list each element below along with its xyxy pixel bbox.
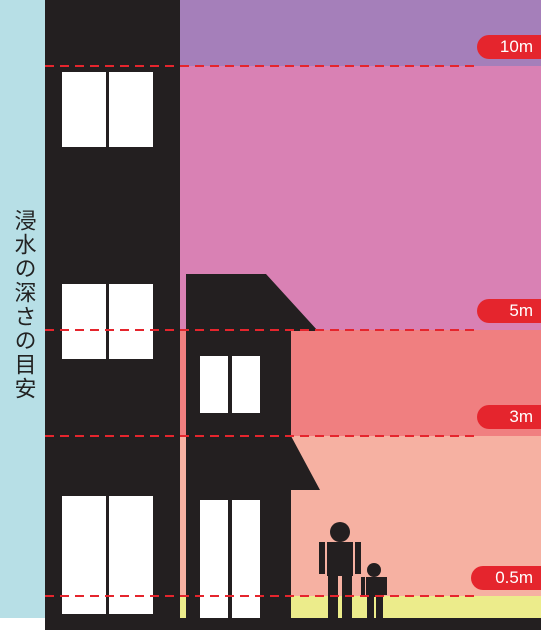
level-label-5m: 5m: [477, 299, 541, 323]
tall-building: [45, 0, 180, 618]
caption-panel: [0, 0, 45, 618]
ground-line: [45, 618, 541, 630]
small-house: [186, 274, 320, 618]
child-figure-icon: [361, 563, 387, 618]
level-label-3m: 3m: [477, 405, 541, 429]
level-label-10m: 10m: [477, 35, 541, 59]
level-label-05m: 0.5m: [471, 566, 541, 590]
